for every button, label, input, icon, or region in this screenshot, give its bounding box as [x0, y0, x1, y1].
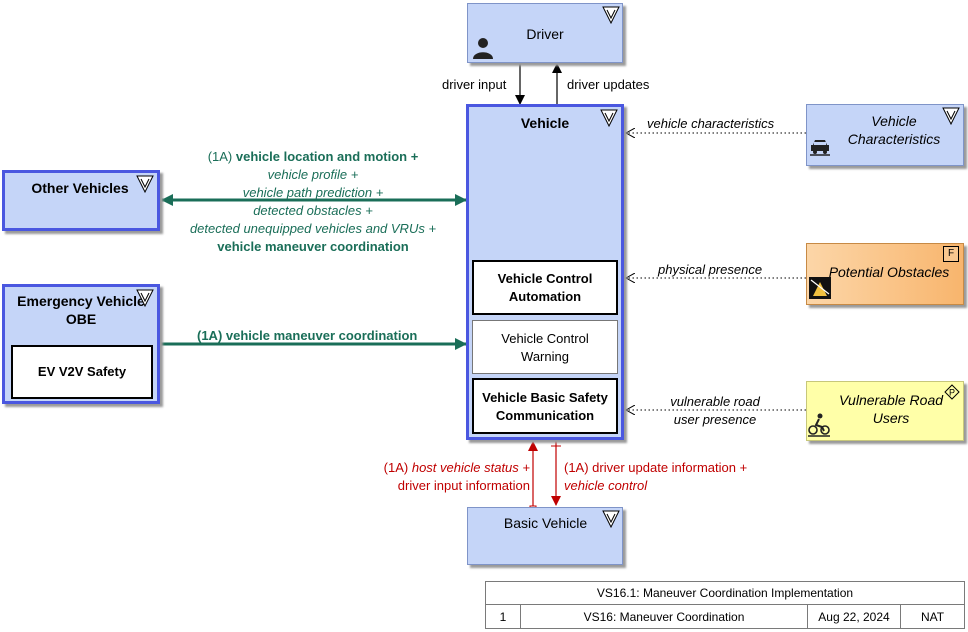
vulnerable-road-users-label: Vulnerable Road Users — [838, 392, 944, 426]
vehicle-control-automation-label: Vehicle Control Automation — [497, 271, 593, 304]
subsystem-icon — [942, 107, 960, 125]
ov-line4: detected obstacles + — [253, 203, 373, 218]
other-vehicles-node[interactable]: Other Vehicles — [2, 170, 160, 231]
driver-update-flow-label: (1A) driver update information + vehicle… — [564, 459, 747, 495]
title-block-title: VS16.1: Maneuver Coordination Implementa… — [485, 581, 965, 605]
bv-left-line2: driver input information — [397, 478, 530, 493]
driver-updates-label: driver updates — [567, 77, 650, 92]
ov-prefix: (1A) — [207, 149, 233, 164]
bicycle-icon — [808, 413, 830, 437]
ev-flow-label: (1A) vehicle maneuver coordination — [197, 328, 418, 343]
ev-v2v-safety[interactable]: EV V2V Safety — [11, 345, 153, 399]
svg-text:P: P — [949, 388, 955, 398]
vehicle-basic-safety-comm[interactable]: Vehicle Basic Safety Communication — [472, 378, 618, 434]
vehicle-control-warning-label: Vehicle Control Warning — [501, 331, 589, 364]
bv-right-line2: vehicle control — [564, 478, 648, 493]
vehicle-label: Vehicle — [520, 115, 570, 131]
vulnerable-road-users-node[interactable]: Vulnerable Road Users P — [806, 381, 964, 441]
ov-line1: (1A) vehicle location and motion + — [162, 148, 464, 166]
bv-right-line1: (1A) driver update information + — [564, 460, 748, 475]
subsystem-icon — [602, 6, 620, 24]
vehicle-control-warning[interactable]: Vehicle Control Warning — [472, 320, 618, 374]
emergency-vehicle-obe-node[interactable]: Emergency Vehicle OBE EV V2V Safety — [2, 284, 160, 404]
driver-node[interactable]: Driver — [467, 3, 623, 63]
field-badge: F — [943, 246, 959, 262]
basic-vehicle-label: Basic Vehicle — [503, 515, 588, 531]
ov-line3: vehicle path prediction + — [242, 185, 384, 200]
title-block-date: Aug 22, 2024 — [807, 604, 901, 629]
ev-v2v-safety-label: EV V2V Safety — [37, 364, 127, 379]
host-status-flow-label: (1A) host vehicle status + driver input … — [360, 459, 530, 495]
ov-line6: vehicle maneuver coordination — [217, 239, 409, 254]
other-vehicles-label: Other Vehicles — [31, 180, 129, 196]
physical-presence-flow-label: physical presence — [658, 262, 763, 277]
ov-line1-text: vehicle location and motion + — [235, 149, 419, 164]
potential-obstacles-label: Potential Obstacles — [828, 264, 950, 280]
title-block-name: VS16: Maneuver Coordination — [520, 604, 808, 629]
road-obstacle-icon — [809, 277, 831, 299]
person-icon — [473, 38, 493, 59]
driver-input-label: driver input — [442, 77, 507, 92]
vru-flow-label-1: vulnerable road — [670, 394, 760, 409]
title-block: VS16.1: Maneuver Coordination Implementa… — [485, 581, 965, 629]
vehicle-characteristics-label: Vehicle Characteristics — [847, 113, 941, 147]
potential-obstacles-node[interactable]: Potential Obstacles F — [806, 243, 964, 305]
ov-line5: detected unequipped vehicles and VRUs + — [189, 221, 437, 236]
subsystem-icon — [602, 510, 620, 528]
subsystem-icon — [600, 109, 618, 127]
bv-left-line1: (1A) host vehicle status + — [360, 459, 530, 477]
other-vehicles-flow-label: (1A) vehicle location and motion + vehic… — [162, 148, 464, 256]
vehicle-characteristics-flow-label: vehicle characteristics — [647, 116, 775, 131]
title-block-number: 1 — [485, 604, 521, 629]
car-icon — [810, 140, 830, 156]
emergency-vehicle-obe-label: Emergency Vehicle OBE — [17, 293, 145, 327]
vehicle-basic-safety-comm-label: Vehicle Basic Safety Communication — [482, 390, 608, 423]
ov-line2: vehicle profile + — [267, 167, 359, 182]
driver-label: Driver — [526, 26, 564, 42]
vehicle-control-automation[interactable]: Vehicle Control Automation — [472, 260, 618, 315]
vehicle-characteristics-node[interactable]: Vehicle Characteristics — [806, 104, 964, 166]
bv-left-prefix: (1A) — [383, 460, 409, 475]
basic-vehicle-node[interactable]: Basic Vehicle — [467, 507, 623, 565]
title-block-scope: NAT — [900, 604, 965, 629]
subsystem-icon — [136, 289, 154, 307]
vru-flow-label-2: user presence — [673, 412, 757, 427]
bv-left-line1-text: host vehicle status + — [411, 460, 530, 475]
person-badge-icon: P — [944, 384, 960, 400]
subsystem-icon — [136, 175, 154, 193]
